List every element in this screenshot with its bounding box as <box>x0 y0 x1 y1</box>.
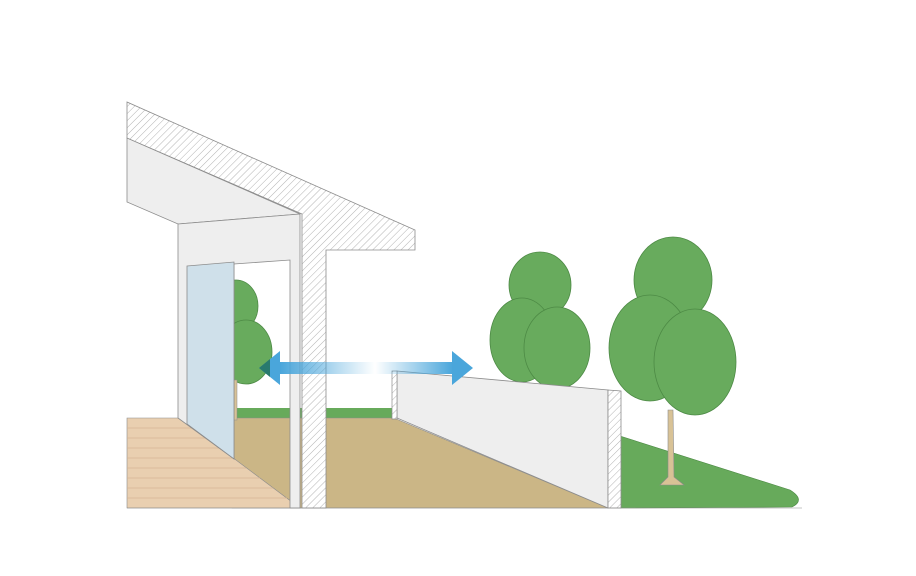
tree-icon <box>608 236 737 486</box>
wooden-deck <box>126 417 301 509</box>
garden-wall <box>391 370 622 509</box>
right-lawn <box>619 435 799 509</box>
double-headed-arrow-icon <box>259 351 473 385</box>
tree-icon <box>489 251 591 390</box>
glass-door <box>186 261 235 460</box>
